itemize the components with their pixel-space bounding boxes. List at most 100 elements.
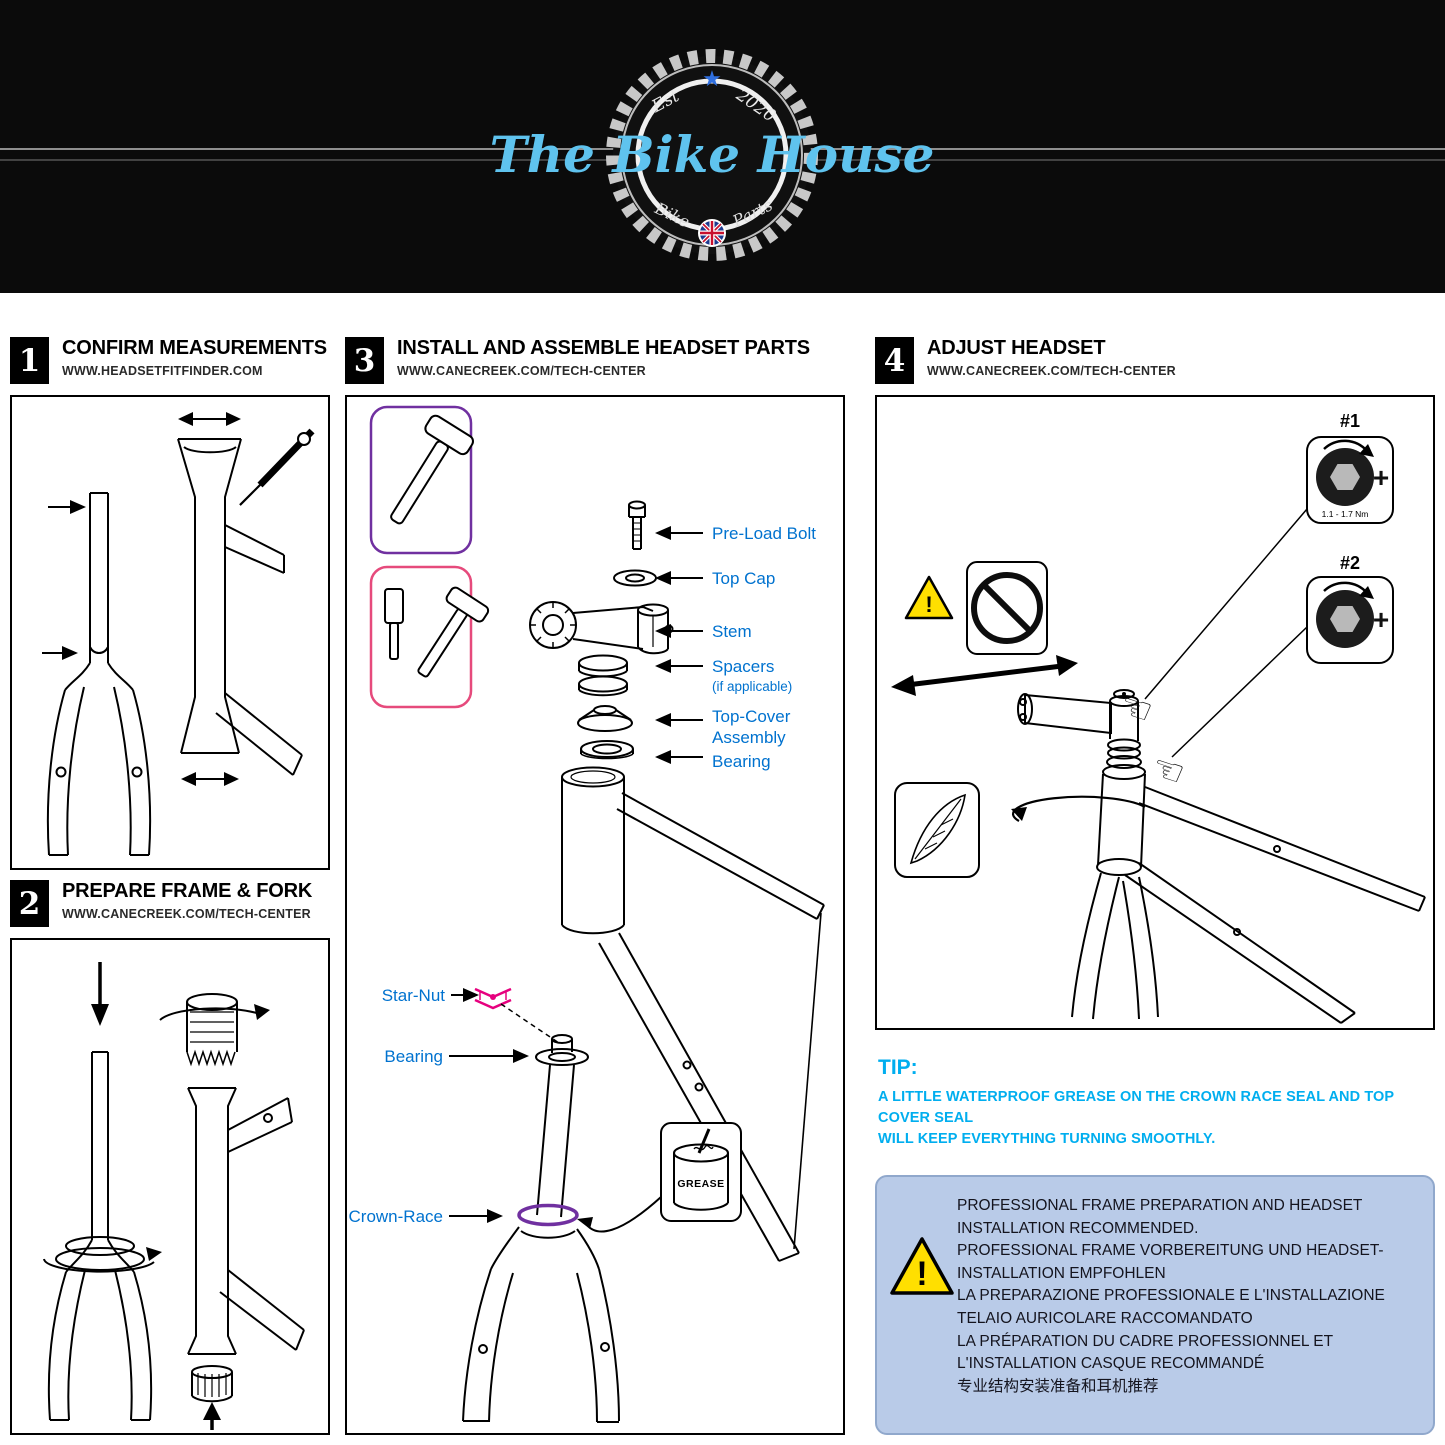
warning-exclamation: !	[916, 1255, 927, 1293]
label-top-cap: Top Cap	[712, 569, 775, 588]
bearing-part-lower	[535, 1048, 589, 1066]
top-cap-part	[613, 569, 657, 587]
hex2-label: #2	[1340, 553, 1360, 573]
tip-section: TIP: A LITTLE WATERPROOF GREASE ON THE C…	[878, 1056, 1435, 1150]
head-tube-drawing	[177, 438, 303, 776]
step4-header: 4 ADJUST HEADSET WWW.CANECREEK.COM/TECH-…	[875, 337, 1176, 384]
label-star-nut: Star-Nut	[382, 986, 446, 1005]
step2-url: WWW.CANECREEK.COM/TECH-CENTER	[62, 907, 311, 921]
preload-bolt-part	[628, 500, 646, 550]
reamer-icon	[191, 1365, 233, 1430]
fork-drawing	[43, 1051, 162, 1421]
assembly-diagram-box: Pre-Load Bolt Top Cap Stem Spacers (if a…	[345, 395, 845, 1435]
frame-prep-diagram-box	[10, 938, 330, 1435]
measurement-diagram-box	[10, 395, 330, 870]
label-arrows-left	[449, 988, 529, 1223]
no-entry-icon	[966, 561, 1048, 655]
step3-header: 3 INSTALL AND ASSEMBLE HEADSET PARTS WWW…	[345, 337, 810, 384]
plus-sign-2: +	[1373, 604, 1389, 635]
steerer-tube-part	[536, 1034, 575, 1218]
adjust-diagram-box: #1 #2 + + 1.1 - 1.7 Nm ! ☜ ☜	[875, 395, 1435, 1030]
caliper-icon	[239, 428, 315, 506]
head-tube-part	[561, 766, 625, 935]
stem-headset-drawing	[1011, 689, 1426, 1024]
warning-line: LA PREPARAZIONE PROFESSIONALE E L'INSTAL…	[957, 1287, 1385, 1305]
head-tube-drawing	[187, 1087, 305, 1355]
double-arrow-icon	[891, 655, 1078, 696]
bike-house-logo: ★ Est 2020 The Bike House Bike Parts	[0, 0, 1445, 293]
warning-line: 专业结构安装准备和耳机推荐	[957, 1377, 1159, 1395]
label-spacers-note: (if applicable)	[712, 679, 792, 694]
hammer-tool-icon	[390, 414, 475, 525]
warning-text-block: PROFESSIONAL FRAME PREPARATION AND HEADS…	[957, 1195, 1425, 1398]
label-bearing-lower: Bearing	[384, 1047, 443, 1066]
fork-lower-drawing	[462, 1226, 620, 1423]
tip-line-1: A LITTLE WATERPROOF GREASE ON THE CROWN …	[878, 1089, 1394, 1126]
measure-arrows-fork	[42, 500, 86, 660]
warning-line: INSTALLATION RECOMMENDED.	[957, 1219, 1199, 1237]
pointing-hand-icon-2: ☜	[1147, 746, 1190, 795]
step3-number: 3	[345, 337, 384, 384]
warning-line: INSTALLATION EMPFOHLEN	[957, 1264, 1166, 1282]
logo-title: The Bike House	[490, 125, 935, 184]
measure-arrows-tube	[178, 412, 241, 786]
label-bearing-upper: Bearing	[712, 752, 771, 771]
label-arrows-right	[655, 526, 703, 764]
hex1-label: #1	[1340, 411, 1360, 431]
label-preload-bolt: Pre-Load Bolt	[712, 524, 816, 543]
frame-tubes	[598, 792, 825, 1262]
uk-flag-icon	[698, 219, 726, 247]
adjust-diagram: #1 #2 + + 1.1 - 1.7 Nm ! ☜ ☜	[891, 411, 1426, 1024]
warning-line: PROFESSIONAL FRAME PREPARATION AND HEADS…	[957, 1197, 1363, 1214]
star-icon: ★	[702, 66, 722, 91]
step2-number: 2	[10, 880, 49, 927]
facing-tool-icon	[159, 993, 270, 1067]
hex-tool-1-icon	[1306, 436, 1394, 524]
warning-triangle-icon: !	[890, 1237, 954, 1295]
step4-title: ADJUST HEADSET	[927, 337, 1106, 359]
label-spacers: Spacers	[712, 657, 774, 676]
spacers-part	[578, 654, 628, 697]
step1-url: WWW.HEADSETFITFINDER.COM	[62, 364, 263, 378]
step1-number: 1	[10, 337, 49, 384]
fork-drawing	[46, 492, 152, 856]
punch-tool-icon	[384, 586, 490, 678]
frame-prep-diagram	[43, 962, 305, 1430]
assembly-diagram: Pre-Load Bolt Top Cap Stem Spacers (if a…	[349, 405, 825, 1423]
stem-part	[529, 601, 674, 655]
professional-recommendation-box: ! PROFESSIONAL FRAME PREPARATION AND HEA…	[875, 1175, 1435, 1435]
step3-title: INSTALL AND ASSEMBLE HEADSET PARTS	[397, 337, 810, 359]
grease-label: GREASE	[677, 1178, 724, 1190]
warning-line: TELAIO AURICOLARE RACCOMANDATO	[957, 1309, 1253, 1327]
label-top-cover-1: Top-Cover	[712, 707, 791, 726]
pointer-lines	[1144, 508, 1308, 758]
top-cover-part	[577, 705, 633, 732]
star-nut-part	[474, 987, 512, 1010]
hex-tool-2-icon	[1306, 576, 1394, 664]
brand-banner: ★ Est 2020 The Bike House Bike Parts	[0, 0, 1445, 293]
chainring-icon	[606, 49, 818, 261]
step2-title: PREPARE FRAME & FORK	[62, 880, 313, 902]
warning-exclamation: !	[925, 592, 932, 617]
label-top-cover-2: Assembly	[712, 728, 786, 747]
tip-heading: TIP:	[878, 1056, 918, 1079]
tip-line-2: WILL KEEP EVERYTHING TURNING SMOOTHLY.	[878, 1131, 1216, 1147]
step2-header: 2 PREPARE FRAME & FORK WWW.CANECREEK.COM…	[10, 880, 312, 927]
bearing-part-upper	[580, 740, 634, 760]
star-nut-guide-line	[500, 1003, 560, 1044]
step4-number: 4	[875, 337, 914, 384]
step4-url: WWW.CANECREEK.COM/TECH-CENTER	[927, 364, 1176, 378]
label-crown-race: Crown-Race	[349, 1207, 443, 1226]
press-down-arrow-icon	[91, 962, 109, 1026]
warning-line: PROFESSIONAL FRAME VORBEREITUNG UND HEAD…	[957, 1242, 1384, 1260]
step3-url: WWW.CANECREEK.COM/TECH-CENTER	[397, 364, 646, 378]
crown-race-part	[517, 1203, 579, 1227]
label-stem: Stem	[712, 622, 752, 641]
warning-line: LA PRÉPARATION DU CADRE PROFESSIONNEL ET	[957, 1332, 1334, 1350]
torque-label: 1.1 - 1.7 Nm	[1322, 509, 1369, 519]
warning-line: L'INSTALLATION CASQUE RECOMMANDÉ	[957, 1355, 1265, 1373]
feather-icon	[894, 782, 980, 878]
warning-triangle-icon	[904, 575, 954, 620]
step1-header: 1 CONFIRM MEASUREMENTS WWW.HEADSETFITFIN…	[10, 337, 327, 384]
